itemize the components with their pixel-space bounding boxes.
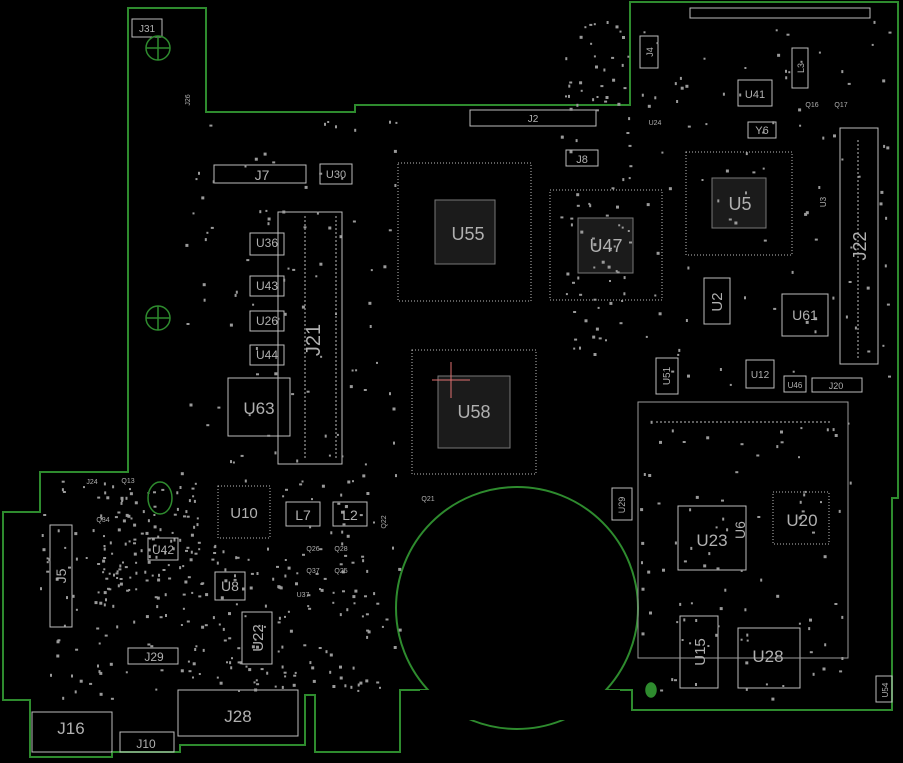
label-l2: L2 bbox=[342, 507, 358, 523]
mounting-holes bbox=[145, 35, 657, 698]
label-u43: U43 bbox=[256, 279, 278, 293]
label-q13: Q13 bbox=[121, 478, 134, 485]
small-component-pads bbox=[40, 20, 892, 701]
marker-crosshair bbox=[432, 362, 470, 398]
label-u61: U61 bbox=[792, 307, 818, 323]
label-j28: J28 bbox=[224, 707, 251, 726]
label-j5: J5 bbox=[53, 568, 69, 583]
label-q16: Q16 bbox=[805, 102, 818, 109]
label-u44: U44 bbox=[256, 348, 278, 362]
label-u3: U3 bbox=[819, 196, 828, 207]
label-q37: Q37 bbox=[306, 568, 319, 575]
label-q28: Q28 bbox=[334, 546, 347, 553]
label-u51: U51 bbox=[662, 366, 673, 385]
label-j7: J7 bbox=[255, 167, 270, 183]
label-y6: Y6 bbox=[755, 125, 768, 137]
component-labels: U55 U47 U5 U58 U63 U10 U20 U23 U28 J16 J… bbox=[53, 24, 890, 751]
label-u36: U36 bbox=[256, 236, 278, 250]
label-j21: J21 bbox=[303, 324, 325, 356]
label-u41: U41 bbox=[745, 89, 765, 101]
label-l3: L3 bbox=[796, 63, 806, 73]
label-j24: J24 bbox=[86, 479, 97, 486]
label-u26: U26 bbox=[256, 314, 278, 328]
label-u47: U47 bbox=[589, 236, 622, 256]
label-l7: L7 bbox=[295, 507, 311, 523]
label-j10: J10 bbox=[136, 737, 156, 751]
label-u63: U63 bbox=[243, 399, 274, 418]
label-u2: U2 bbox=[709, 292, 726, 311]
label-u22: U22 bbox=[250, 624, 267, 652]
label-q34: Q34 bbox=[96, 517, 109, 524]
label-u28: U28 bbox=[752, 647, 783, 666]
label-u23: U23 bbox=[696, 531, 727, 550]
label-u54: U54 bbox=[881, 682, 890, 697]
label-j2: J2 bbox=[528, 114, 539, 125]
label-u29: U29 bbox=[617, 497, 627, 514]
label-u58: U58 bbox=[457, 402, 490, 422]
ic-footprints bbox=[31, 7, 893, 753]
label-j22: J22 bbox=[850, 231, 870, 260]
label-q21: Q21 bbox=[421, 496, 434, 503]
label-q22: Q22 bbox=[381, 515, 388, 528]
label-u8: U8 bbox=[221, 578, 239, 594]
label-j8: J8 bbox=[576, 154, 588, 166]
label-u24: U24 bbox=[649, 120, 662, 127]
label-u15: U15 bbox=[692, 638, 709, 666]
label-u42: U42 bbox=[152, 543, 174, 557]
label-j4: J4 bbox=[645, 47, 655, 57]
label-j31: J31 bbox=[139, 24, 156, 35]
label-j16: J16 bbox=[57, 719, 84, 738]
label-j29: J29 bbox=[144, 650, 164, 664]
label-q25: Q25 bbox=[334, 568, 347, 575]
label-u46: U46 bbox=[788, 381, 803, 390]
label-u12: U12 bbox=[751, 370, 770, 381]
label-u6: U6 bbox=[732, 521, 748, 539]
label-u5: U5 bbox=[728, 194, 751, 214]
label-q17: Q17 bbox=[834, 102, 847, 109]
label-j20: J20 bbox=[829, 381, 844, 391]
label-u10: U10 bbox=[230, 505, 258, 522]
label-u55: U55 bbox=[451, 224, 484, 244]
label-j26: J26 bbox=[185, 94, 192, 105]
label-u30: U30 bbox=[326, 169, 346, 181]
label-u20: U20 bbox=[786, 511, 817, 530]
label-q26: Q26 bbox=[306, 546, 319, 553]
label-u37: U37 bbox=[297, 592, 310, 599]
